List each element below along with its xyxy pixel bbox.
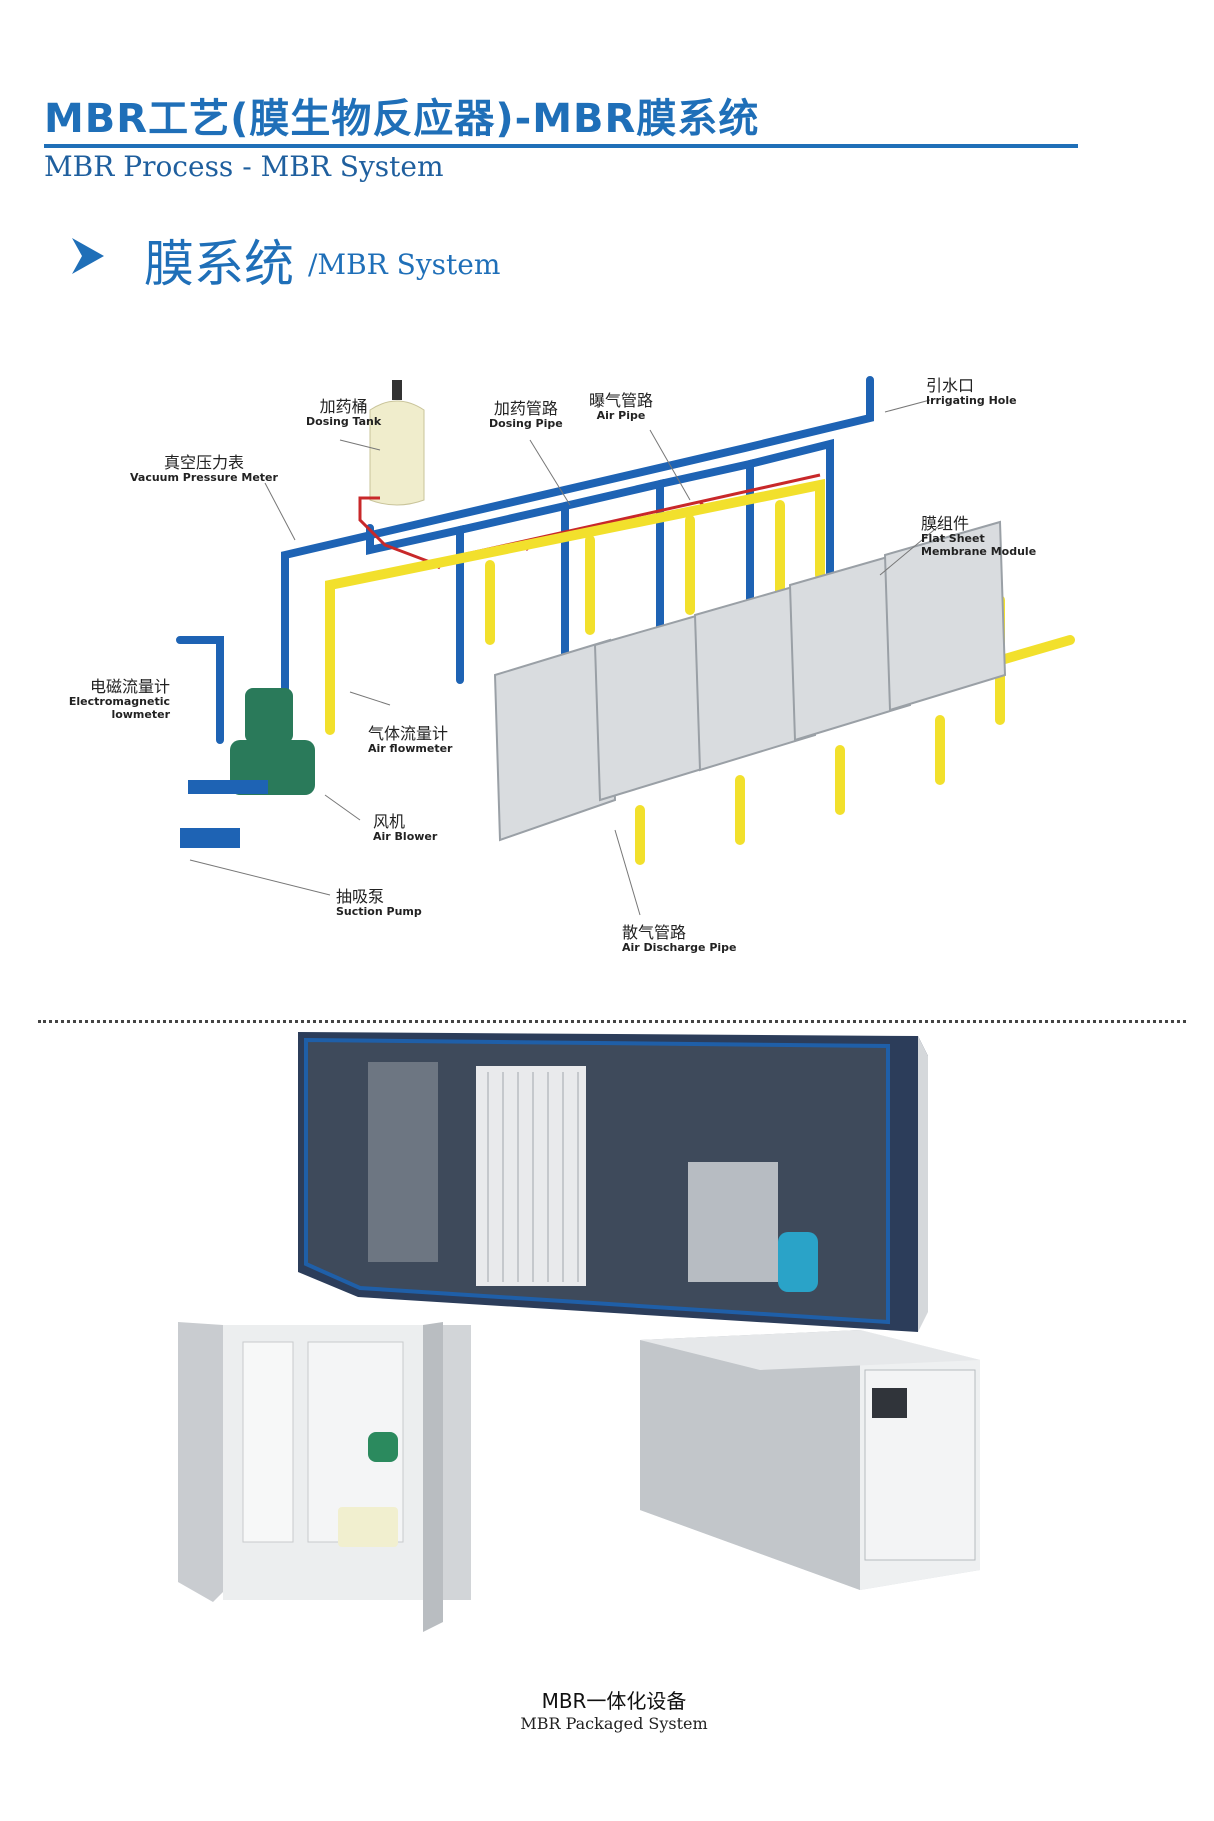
dotted-divider: [38, 1020, 1186, 1023]
leader-lines: [189, 399, 941, 916]
section-title-cn: 膜系统: [144, 235, 294, 293]
label-air-flowmeter-en: Air flowmeter: [368, 742, 453, 756]
label-flowmeter-en2: lowmeter: [111, 708, 170, 722]
label-air-pipe-cn: 曝气管路: [589, 391, 654, 410]
label-membrane-module-en1: Flat Sheet: [921, 532, 985, 546]
label-dosing-tank-en: Dosing Tank: [306, 415, 382, 429]
label-suction-pump: 抽吸泵 Suction Pump: [336, 887, 422, 919]
label-air-discharge-cn: 散气管路: [622, 923, 687, 942]
label-vacuum-meter: 真空压力表 Vacuum Pressure Meter: [130, 453, 278, 485]
label-air-pipe: 曝气管路 Air Pipe: [589, 391, 654, 423]
label-air-flowmeter-cn: 气体流量计: [368, 724, 449, 743]
packaged-mbr-illustration: [640, 1330, 980, 1590]
mbr-system-diagram: [176, 376, 1075, 916]
label-air-blower-cn: 风机: [373, 812, 406, 831]
label-membrane-module-en2: Membrane Module: [921, 545, 1037, 559]
caption-cn: MBR一体化设备: [541, 1689, 687, 1713]
page-title: MBR工艺(膜生物反应器)-MBR膜系统: [44, 96, 760, 142]
label-dosing-pipe-cn: 加药管路: [493, 399, 558, 418]
title-divider: [44, 144, 1078, 148]
label-flowmeter: 电磁流量计 Electromagnetic lowmeter: [66, 677, 170, 722]
blower-pump-illustration: [180, 688, 315, 848]
label-dosing-pipe: 加药管路 Dosing Pipe: [489, 399, 563, 431]
label-air-discharge-en: Air Discharge Pipe: [622, 941, 737, 955]
label-air-pipe-en: Air Pipe: [596, 409, 646, 423]
arrow-bullet-icon: [72, 238, 104, 274]
label-air-discharge: 散气管路 Air Discharge Pipe: [622, 923, 737, 955]
caption-en: MBR Packaged System: [520, 1714, 708, 1733]
label-vacuum-meter-cn: 真空压力表: [163, 453, 244, 472]
container-mbr-illustration: [298, 1032, 928, 1332]
membrane-tanks: [493, 520, 1007, 842]
blue-pipes: [176, 376, 874, 744]
label-irrigating-hole: 引水口 Irrigating Hole: [926, 376, 1017, 408]
label-air-blower: 风机 Air Blower: [373, 812, 438, 844]
section-title-en: /MBR System: [308, 248, 501, 281]
label-suction-pump-en: Suction Pump: [336, 905, 422, 919]
label-membrane-module-cn: 膜组件: [921, 514, 970, 533]
label-suction-pump-cn: 抽吸泵: [336, 887, 385, 906]
label-dosing-tank: 加药桶 Dosing Tank: [306, 397, 382, 429]
label-flowmeter-cn: 电磁流量计: [89, 677, 170, 696]
page-subtitle: MBR Process - MBR System: [44, 150, 444, 183]
label-air-blower-en: Air Blower: [373, 830, 438, 844]
dosing-tank-illustration: [369, 380, 425, 506]
label-air-flowmeter: 气体流量计 Air flowmeter: [368, 724, 453, 756]
label-vacuum-meter-en: Vacuum Pressure Meter: [130, 471, 278, 485]
label-dosing-tank-cn: 加药桶: [319, 397, 368, 416]
label-membrane-module: 膜组件 Flat Sheet Membrane Module: [921, 514, 1037, 559]
cabinet-mbr-illustration: [178, 1322, 471, 1632]
label-irrigating-hole-en: Irrigating Hole: [926, 394, 1017, 408]
label-flowmeter-en1: Electromagnetic: [68, 695, 170, 709]
label-dosing-pipe-en: Dosing Pipe: [489, 417, 563, 431]
label-irrigating-hole-cn: 引水口: [926, 376, 975, 395]
